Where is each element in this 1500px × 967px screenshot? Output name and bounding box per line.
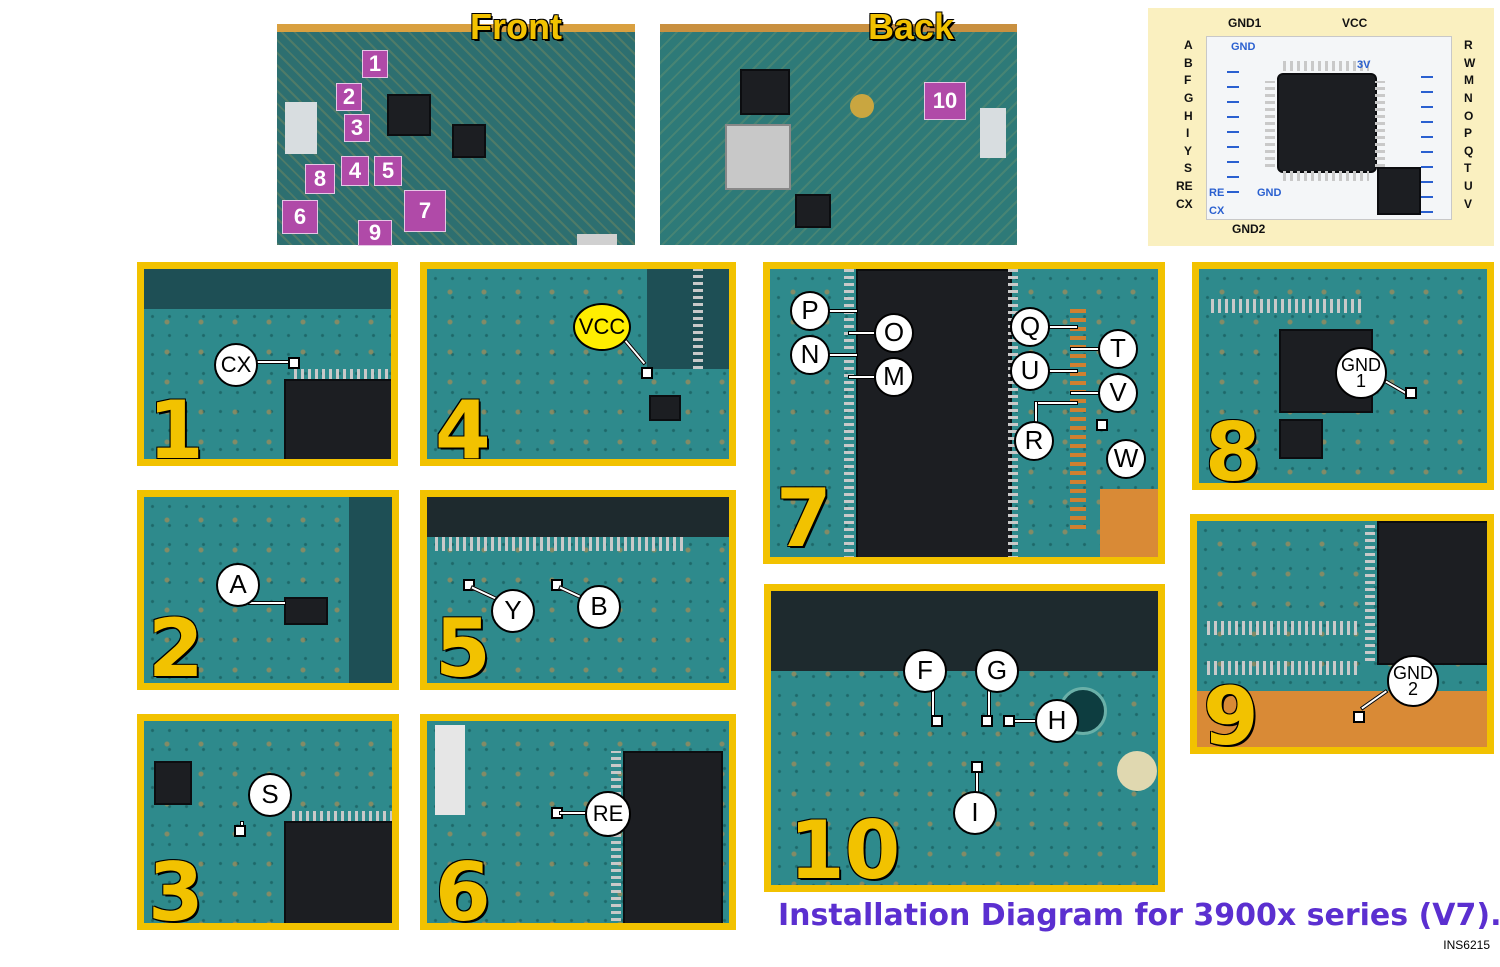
vcc-point: VCC bbox=[573, 303, 631, 351]
location-badge-1: 1 bbox=[362, 50, 388, 78]
g-point: G bbox=[975, 649, 1019, 693]
panel-4: 4 VCC bbox=[420, 262, 736, 466]
pinout-gnd1-label: GND1 bbox=[1228, 16, 1261, 30]
pin-right-P: P bbox=[1464, 126, 1472, 140]
pin-right-Q: Q bbox=[1464, 144, 1473, 158]
gnd1-point: GND 1 bbox=[1335, 347, 1387, 399]
panel-7: 7 P O N M Q T U V R W bbox=[763, 262, 1165, 564]
panel-7-number: 7 bbox=[776, 479, 832, 559]
panel-8-number: 8 bbox=[1205, 413, 1261, 490]
board-re-label: RE bbox=[1209, 187, 1224, 199]
panel-9: 9 GND 2 bbox=[1190, 514, 1494, 754]
pin-left-I: I bbox=[1186, 126, 1189, 140]
panel-1-number: 1 bbox=[148, 391, 204, 466]
front-heading: Front bbox=[470, 6, 562, 48]
diagram-caption: Installation Diagram for 3900x series (V… bbox=[778, 898, 1500, 933]
board-gnd-bottom-label: GND bbox=[1257, 187, 1281, 199]
panel-5: 5 Y B bbox=[420, 490, 736, 690]
pin-right-V: V bbox=[1464, 197, 1472, 211]
location-badge-9: 9 bbox=[358, 220, 392, 246]
panel-6: 6 RE bbox=[420, 714, 736, 930]
pin-left-RE: RE bbox=[1176, 179, 1193, 193]
cx-point: CX bbox=[214, 343, 258, 387]
location-badge-5: 5 bbox=[374, 156, 402, 186]
panel-9-number: 9 bbox=[1203, 677, 1259, 754]
panel-4-number: 4 bbox=[435, 391, 491, 466]
document-reference: INS6215 bbox=[1443, 938, 1490, 952]
location-badge-8: 8 bbox=[305, 164, 335, 194]
panel-2: 2 A bbox=[137, 490, 399, 690]
m-point: M bbox=[874, 357, 914, 397]
pin-left-B: B bbox=[1184, 56, 1193, 70]
h-point: H bbox=[1035, 699, 1079, 743]
re-point: RE bbox=[585, 791, 631, 837]
panel-2-number: 2 bbox=[148, 609, 204, 689]
n-point: N bbox=[790, 335, 830, 375]
pin-right-W: W bbox=[1464, 56, 1475, 70]
board-3v-label: 3V bbox=[1357, 59, 1370, 71]
panel-1: 1 CX bbox=[137, 262, 398, 466]
modchip-pinout: GND1 VCC GND2 GND 3V GND RE CX A B F G H… bbox=[1148, 8, 1494, 246]
w-point: W bbox=[1106, 439, 1146, 479]
location-badge-6: 6 bbox=[282, 200, 318, 234]
u-point: U bbox=[1010, 351, 1050, 391]
v-point: V bbox=[1098, 373, 1138, 413]
pin-left-A: A bbox=[1184, 38, 1193, 52]
back-heading: Back bbox=[868, 6, 954, 48]
location-badge-3: 3 bbox=[344, 114, 370, 142]
pin-left-H: H bbox=[1184, 109, 1193, 123]
pin-right-O: O bbox=[1464, 109, 1473, 123]
pin-right-T: T bbox=[1464, 161, 1471, 175]
pin-left-Y: Y bbox=[1184, 144, 1192, 158]
back-board-photo bbox=[660, 24, 1017, 245]
location-badge-4: 4 bbox=[341, 156, 369, 186]
pinout-gnd2-label: GND2 bbox=[1232, 222, 1265, 236]
p-point: P bbox=[790, 291, 830, 331]
chip-marking bbox=[631, 781, 651, 871]
location-badge-7: 7 bbox=[404, 190, 446, 232]
location-badge-10: 10 bbox=[924, 82, 966, 120]
pinout-vcc-label: VCC bbox=[1342, 16, 1367, 30]
location-badge-2: 2 bbox=[336, 83, 362, 111]
modchip-board: GND 3V GND RE CX bbox=[1206, 36, 1452, 220]
pin-left-F: F bbox=[1184, 73, 1191, 87]
panel-10: 10 F G H I bbox=[764, 584, 1165, 892]
panel-3: 3 S bbox=[137, 714, 399, 930]
t-point: T bbox=[1098, 329, 1138, 369]
pin-right-U: U bbox=[1464, 179, 1473, 193]
pin-right-N: N bbox=[1464, 91, 1473, 105]
pin-left-CX: CX bbox=[1176, 197, 1193, 211]
pin-left-G: G bbox=[1184, 91, 1193, 105]
a-point: A bbox=[216, 563, 260, 607]
panel-3-number: 3 bbox=[148, 853, 204, 930]
panel-6-number: 6 bbox=[435, 853, 491, 930]
i-point: I bbox=[953, 791, 997, 835]
b-point: B bbox=[577, 585, 621, 629]
f-point: F bbox=[903, 649, 947, 693]
q-point: Q bbox=[1010, 307, 1050, 347]
board-gnd-label: GND bbox=[1231, 41, 1255, 53]
r-point: R bbox=[1014, 421, 1054, 461]
pin-left-S: S bbox=[1184, 161, 1192, 175]
pin-right-M: M bbox=[1464, 73, 1474, 87]
pin-right-R: R bbox=[1464, 38, 1473, 52]
panel-10-number: 10 bbox=[789, 811, 900, 891]
y-point: Y bbox=[491, 589, 535, 633]
o-point: O bbox=[874, 313, 914, 353]
s-point: S bbox=[248, 773, 292, 817]
panel-8: 8 GND 1 bbox=[1192, 262, 1494, 490]
gnd2-point: GND 2 bbox=[1387, 655, 1439, 707]
front-board-photo bbox=[277, 24, 635, 245]
panel-5-number: 5 bbox=[435, 609, 491, 689]
board-cx-label: CX bbox=[1209, 205, 1224, 217]
